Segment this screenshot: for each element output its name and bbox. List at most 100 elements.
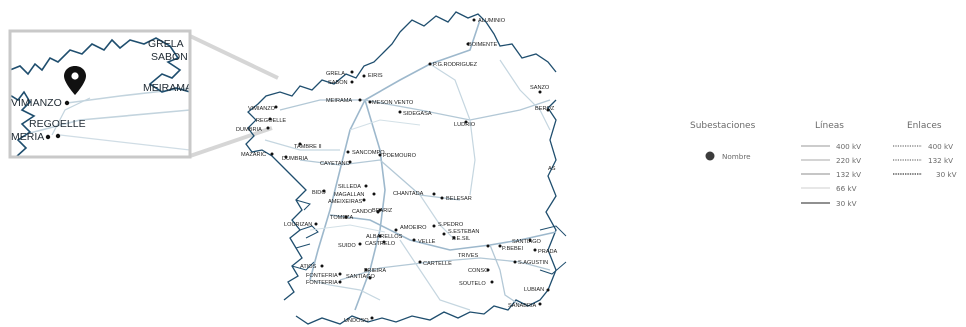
substation-dot[interactable]	[538, 90, 542, 94]
substation-dot[interactable]	[472, 18, 476, 22]
inset-label-vimianzo: VIMIANZO	[11, 97, 62, 109]
inset-zoom: GRELA SABON MEIRAMA VIMIANZO REGOELLE ME…	[8, 29, 279, 159]
substation-dot[interactable]	[466, 42, 470, 46]
substation-dot[interactable]	[546, 288, 550, 292]
legend-links-title: Enlaces	[907, 121, 942, 131]
substation-label: ALUMINIO	[478, 18, 506, 24]
substation-dot[interactable]	[382, 240, 386, 244]
substation-dot[interactable]	[370, 316, 374, 320]
substation-dot[interactable]	[364, 184, 368, 188]
substation-label: MAZARIC	[241, 152, 266, 158]
substation-dot[interactable]	[348, 160, 352, 164]
substation-dot[interactable]	[498, 244, 502, 248]
inset-connector-line	[189, 126, 273, 158]
substation-dot[interactable]	[372, 192, 376, 196]
substation-dot[interactable]	[486, 244, 490, 248]
legend-line-30: 30 kV	[836, 199, 857, 208]
substation-dot[interactable]	[490, 280, 494, 284]
substation-dot[interactable]	[452, 236, 456, 240]
substation-label: BEROZ	[535, 106, 555, 112]
substation-label: ALBARELLOS	[366, 234, 403, 240]
substation-dot[interactable]	[378, 208, 382, 212]
substation-dot[interactable]	[350, 70, 354, 74]
substation-dot[interactable]	[412, 238, 416, 242]
substation-dot[interactable]	[322, 189, 326, 193]
substation-dot[interactable]	[274, 105, 278, 109]
substation-dot[interactable]	[378, 153, 382, 157]
substation-dot[interactable]	[538, 302, 542, 306]
substation-label: EIRIS	[368, 73, 383, 79]
substation-dot[interactable]	[358, 98, 362, 102]
substation-dot[interactable]	[338, 280, 342, 284]
substation-label: BEARIZ	[372, 208, 393, 214]
substation-dot[interactable]	[362, 198, 366, 202]
location-pin-icon[interactable]	[64, 66, 86, 95]
substation-dot[interactable]	[364, 268, 368, 272]
substation-label: TAMBRE II	[294, 144, 322, 150]
substation-label: SANZO	[530, 85, 550, 91]
inset-coastline	[10, 37, 190, 157]
substation-dot[interactable]	[346, 150, 350, 154]
substation-dot[interactable]	[344, 215, 348, 219]
substation-label: FRIEIRA	[364, 268, 386, 274]
inset-frame	[8, 29, 192, 159]
legend-substation-label: Nombre	[722, 152, 751, 161]
substation-dot[interactable]	[268, 117, 272, 121]
inset-substation-dot	[55, 133, 61, 139]
main-map: ALUMINIO BOIMENTE P.G.RODRIGUEZ SANZO BE…	[236, 11, 567, 325]
substation-label: LUDRIO	[454, 122, 476, 128]
substation-dot[interactable]	[394, 228, 398, 232]
legend-lines-title: Líneas	[815, 121, 844, 131]
substation-dot[interactable]	[486, 268, 490, 272]
substation-label: S.PEDRO	[438, 222, 464, 228]
substation-dot[interactable]	[368, 276, 372, 280]
substation-dot[interactable]	[368, 100, 372, 104]
region-coastline	[245, 11, 557, 325]
substation-label: SOUTELO	[459, 281, 486, 287]
substation-label: FONTEFRIA	[306, 280, 338, 286]
substation-dot[interactable]	[266, 126, 270, 130]
substation-dot[interactable]	[528, 238, 532, 242]
substation-dot[interactable]	[314, 222, 318, 226]
substation-label: SANABRIA	[508, 303, 537, 309]
substation-dot[interactable]	[432, 224, 436, 228]
substation-dot[interactable]	[338, 272, 342, 276]
substation-dot[interactable]	[442, 232, 446, 236]
substation-dot[interactable]	[362, 74, 366, 78]
substation-dot[interactable]	[428, 62, 432, 66]
substation-dot[interactable]	[378, 234, 382, 238]
inset-substation-dot	[64, 100, 70, 106]
substation-dot[interactable]	[513, 260, 517, 264]
substation-dot[interactable]	[298, 142, 302, 146]
substation-dot[interactable]	[440, 196, 444, 200]
substation-dot[interactable]	[546, 108, 550, 112]
substation-label: ATIOS	[300, 264, 317, 270]
substation-dot[interactable]	[398, 110, 402, 114]
substation-dot[interactable]	[418, 260, 422, 264]
substation-label: VIMIANZO	[248, 106, 276, 112]
substation-dot[interactable]	[284, 155, 288, 159]
substation-dot[interactable]	[464, 120, 468, 124]
substation-dot[interactable]	[270, 152, 274, 156]
substation-dot[interactable]	[376, 210, 380, 214]
substation-dot[interactable]	[358, 242, 362, 246]
legend-line-220: 220 kV	[836, 156, 861, 165]
inset-label-meirama: MEIRAMA	[143, 82, 192, 94]
substation-label: CAYETANO	[320, 161, 351, 167]
substation-dot[interactable]	[350, 80, 354, 84]
substation-dot[interactable]	[320, 264, 324, 268]
substation-label: SANCOMPO	[352, 150, 385, 156]
map-legend: Subestaciones Líneas Enlaces Nombre 400 …	[690, 121, 957, 208]
substation-label: SILLEDA	[338, 184, 361, 190]
power-line-network	[264, 19, 557, 311]
legend-line-132: 132 kV	[836, 170, 861, 179]
substation-dot[interactable]	[533, 248, 537, 252]
legend-line-400: 400 kV	[836, 142, 861, 151]
substation-label: CONSO	[468, 268, 489, 274]
inset-label-meria: MERIA	[11, 131, 44, 143]
substation-dot[interactable]	[432, 192, 436, 196]
region-estuary	[291, 199, 319, 271]
substation-label: TOMEZA	[330, 215, 353, 221]
substation-label: DUMBRIA	[282, 156, 308, 162]
